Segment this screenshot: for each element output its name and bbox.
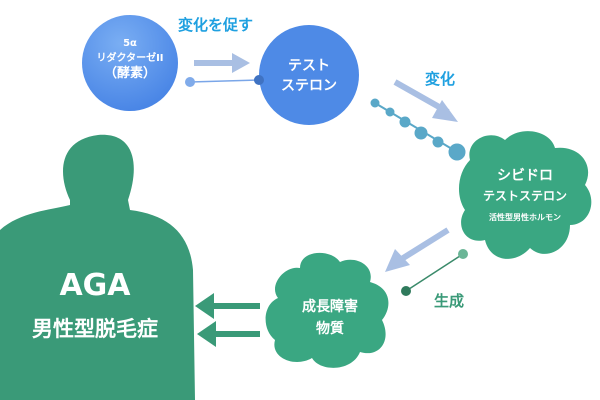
aga-title: AGA — [59, 268, 131, 303]
enzyme-line1: 5α — [123, 38, 137, 49]
arrow-right-icon — [194, 53, 250, 73]
connector-dots — [185, 75, 264, 87]
person-silhouette — [0, 134, 195, 400]
dht-label: シビドロ テストステロン 活性型男性ホルモン — [460, 165, 590, 223]
testosterone-line2: ステロン — [281, 78, 337, 94]
inhibitor-label: 成長障害 物質 — [275, 296, 385, 340]
inhibitor-line2: 物質 — [316, 321, 344, 337]
label-produce: 生成 — [434, 292, 465, 310]
dht-cloud — [458, 131, 592, 259]
arrow-down-left-icon — [385, 227, 450, 272]
dht-line3: 活性型男性ホルモン — [489, 213, 561, 222]
arrow-left-icon — [195, 293, 260, 347]
molecule-chain — [370, 98, 466, 161]
aga-subtitle: 男性型脱毛症 — [32, 317, 158, 341]
arrow-down-right-icon — [393, 79, 458, 122]
dht-line1: シビドロ — [497, 168, 553, 184]
connector-dots-produce — [401, 249, 468, 296]
label-promote: 変化を促す — [178, 16, 254, 34]
enzyme-line3: （酵素） — [103, 66, 156, 81]
label-change: 変化 — [425, 70, 456, 88]
testosterone-label: テスト ステロン — [259, 56, 359, 96]
inhibitor-line1: 成長障害 — [302, 299, 358, 315]
dht-line2: テストステロン — [482, 189, 567, 203]
inhibitor-cloud — [265, 252, 389, 368]
testosterone-line1: テスト — [288, 58, 330, 74]
enzyme-line2: リダクターゼII — [96, 53, 164, 64]
enzyme-label: 5α リダクターゼII （酵素） — [82, 36, 178, 81]
testosterone-circle — [259, 25, 359, 125]
enzyme-circle — [82, 15, 178, 111]
